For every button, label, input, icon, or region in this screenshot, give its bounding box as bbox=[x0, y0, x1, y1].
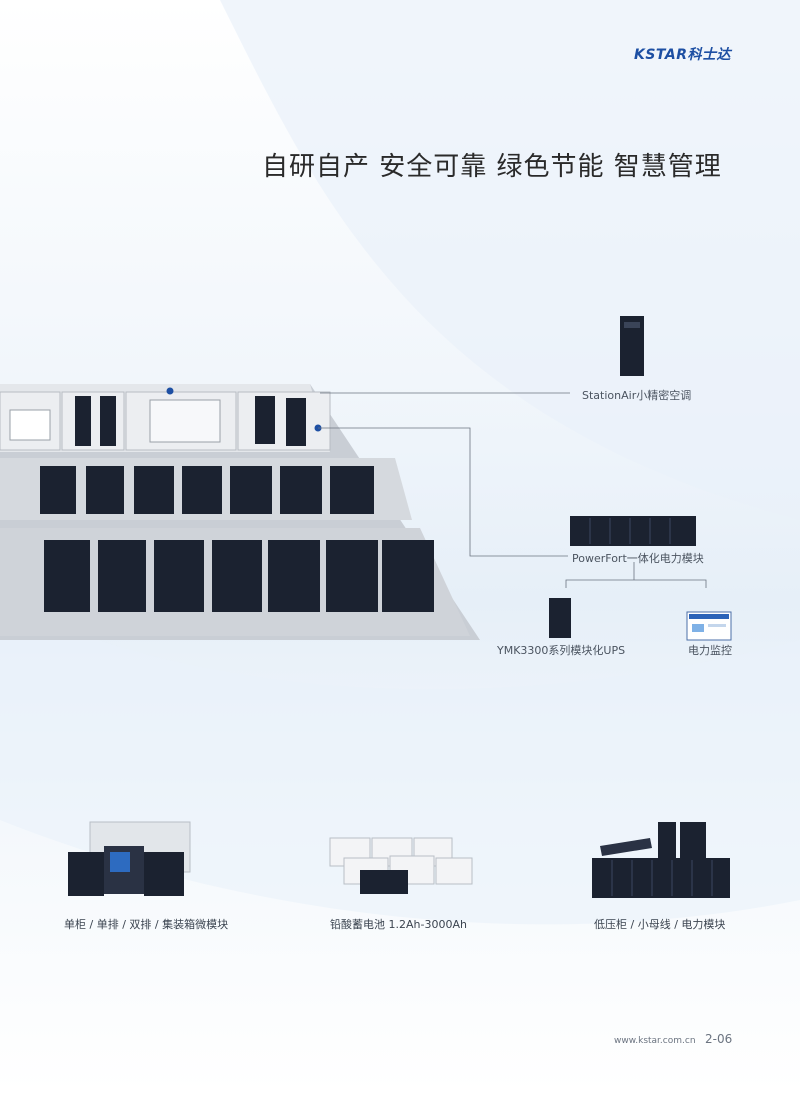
page-number: 2-06 bbox=[705, 1032, 733, 1046]
kstar-logo: KSTAR科士达 bbox=[634, 44, 731, 64]
page-headline: 自研自产 安全可靠 绿色节能 智慧管理 bbox=[262, 152, 722, 182]
logo-cn: 科士达 bbox=[687, 47, 732, 63]
product-caption-battery: 铅酸蓄电池 1.2Ah-3000Ah bbox=[330, 918, 467, 931]
footer-url: www.kstar.com.cn bbox=[614, 1036, 696, 1046]
monitor-label: 电力监控 bbox=[688, 644, 732, 657]
stationair-label: StationAir小精密空调 bbox=[582, 389, 692, 402]
ups-label: YMK3300系列模块化UPS bbox=[497, 644, 626, 657]
product-caption-micro-module: 单柜 / 单排 / 双排 / 集装箱微模块 bbox=[64, 918, 229, 931]
product-caption-cabinet: 低压柜 / 小母线 / 电力模块 bbox=[594, 918, 726, 931]
powerfort-label: PowerFort一体化电力模块 bbox=[572, 552, 704, 565]
logo-latin: KSTAR bbox=[634, 47, 688, 63]
